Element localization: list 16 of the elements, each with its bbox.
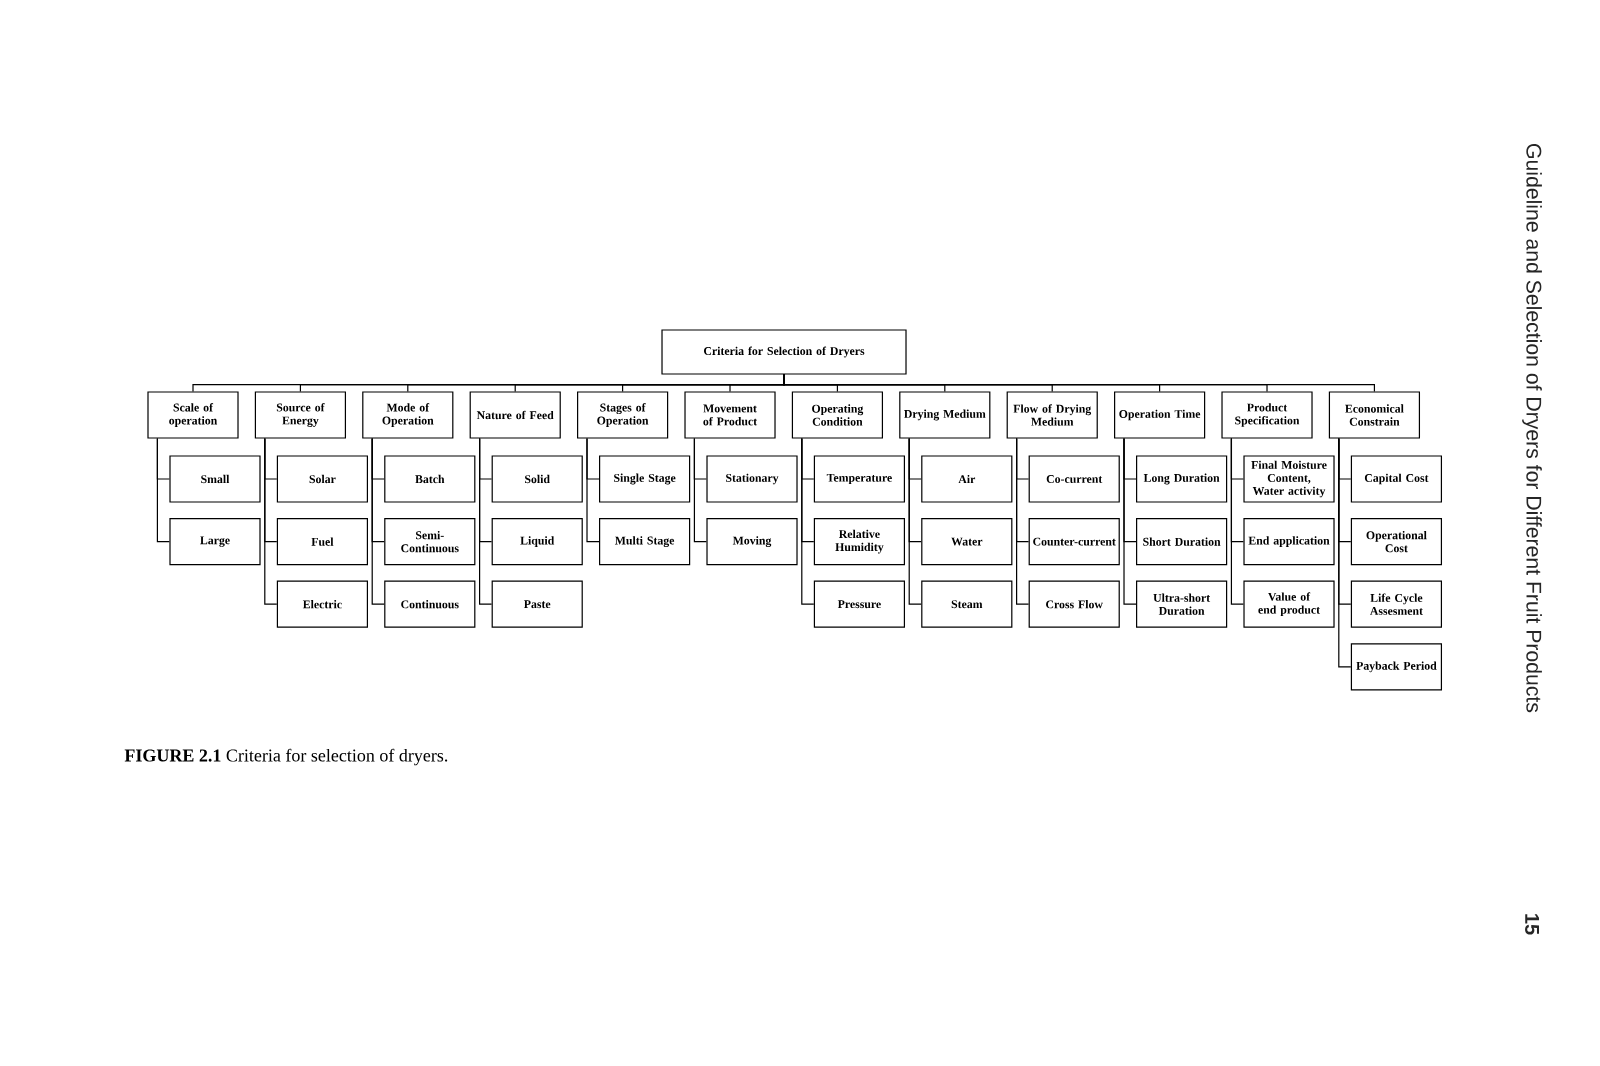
connector-line bbox=[264, 438, 278, 605]
figure-caption: FIGURE 2.1 Criteria for selection of dryers. bbox=[124, 748, 448, 766]
connector-line bbox=[801, 438, 815, 605]
connector-line bbox=[693, 438, 707, 543]
running-head: Guideline and Selection of Dryers for Different Fruit Products bbox=[1522, 144, 1542, 713]
connector-line bbox=[908, 438, 922, 605]
connector-line bbox=[783, 374, 1375, 392]
connector-line bbox=[479, 438, 493, 605]
connector-line bbox=[1230, 438, 1244, 605]
connector-line bbox=[371, 438, 385, 605]
connector-line bbox=[1338, 438, 1352, 668]
connector-line bbox=[1016, 438, 1030, 605]
connector-line bbox=[586, 438, 600, 543]
connector-line bbox=[1123, 438, 1137, 605]
connector-line bbox=[156, 438, 170, 543]
page-number: 15 bbox=[1525, 914, 1539, 935]
